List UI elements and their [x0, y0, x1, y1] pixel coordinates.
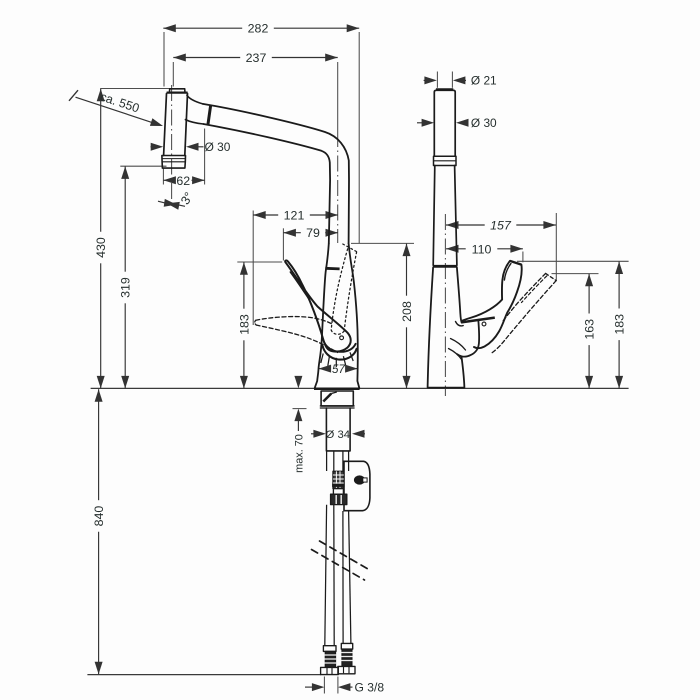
- svg-text:840: 840: [92, 506, 106, 527]
- svg-text:62: 62: [176, 174, 190, 188]
- svg-text:237: 237: [246, 51, 267, 65]
- svg-text:183: 183: [613, 314, 627, 335]
- svg-text:79: 79: [306, 226, 320, 240]
- svg-text:max. 70: max. 70: [294, 434, 306, 473]
- svg-text:183: 183: [237, 314, 251, 335]
- svg-text:157: 157: [490, 219, 512, 233]
- svg-text:Ø 30: Ø 30: [205, 140, 231, 154]
- svg-text:163: 163: [583, 319, 597, 340]
- svg-text:282: 282: [248, 22, 269, 36]
- svg-text:430: 430: [94, 237, 108, 258]
- svg-text:319: 319: [119, 277, 133, 298]
- svg-text:Ø 30: Ø 30: [471, 116, 497, 130]
- svg-text:G 3/8: G 3/8: [355, 681, 385, 695]
- svg-text:208: 208: [400, 301, 414, 322]
- svg-text:57: 57: [332, 363, 345, 376]
- svg-text:Ø 34: Ø 34: [326, 429, 351, 441]
- svg-text:110: 110: [472, 242, 492, 256]
- svg-text:Ø 21: Ø 21: [471, 74, 497, 88]
- svg-text:121: 121: [284, 209, 305, 223]
